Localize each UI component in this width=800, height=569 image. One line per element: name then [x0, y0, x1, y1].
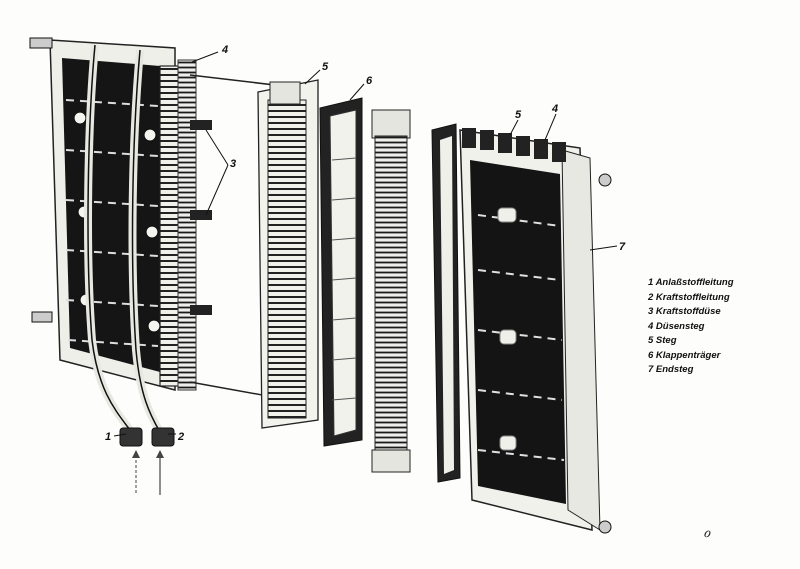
parts-legend: 1 Anlaßstoffleitung 2 Kraftstoffleitung …: [648, 276, 788, 378]
legend-item-1: 1 Anlaßstoffleitung: [648, 277, 734, 288]
nozzle-block-assembly: [29, 37, 212, 495]
end-plate-assembly: [431, 123, 612, 534]
legend-item-2: 2 Kraftstoffleitung: [648, 291, 730, 303]
legend-item-6: 6 Klappenträger: [648, 349, 721, 361]
flap-carrier-plate: [319, 97, 363, 447]
leader-lines: [113, 51, 618, 437]
callout-4-left: 4: [221, 44, 228, 56]
legend-item-7: 7 Endsteg: [648, 364, 694, 375]
callout-4-right: 4: [551, 103, 558, 115]
legend-item-5: 5 Steg: [648, 335, 677, 346]
legend-item-3: 3 Kraftstoffdüse: [648, 306, 721, 317]
callout-3: 3: [230, 158, 236, 170]
callout-1: 1: [105, 431, 111, 443]
callout-5-middle: 5: [322, 61, 329, 73]
callout-5-right: 5: [515, 109, 522, 121]
steg-plate: [257, 79, 319, 429]
nozzle-web-plate: [371, 109, 411, 473]
legend-item-4: 4 Düsensteg: [648, 320, 705, 332]
callout-2: 2: [177, 431, 184, 443]
corner-mark: ℴ: [703, 524, 711, 541]
callout-6: 6: [366, 75, 373, 87]
callout-7: 7: [619, 241, 626, 253]
